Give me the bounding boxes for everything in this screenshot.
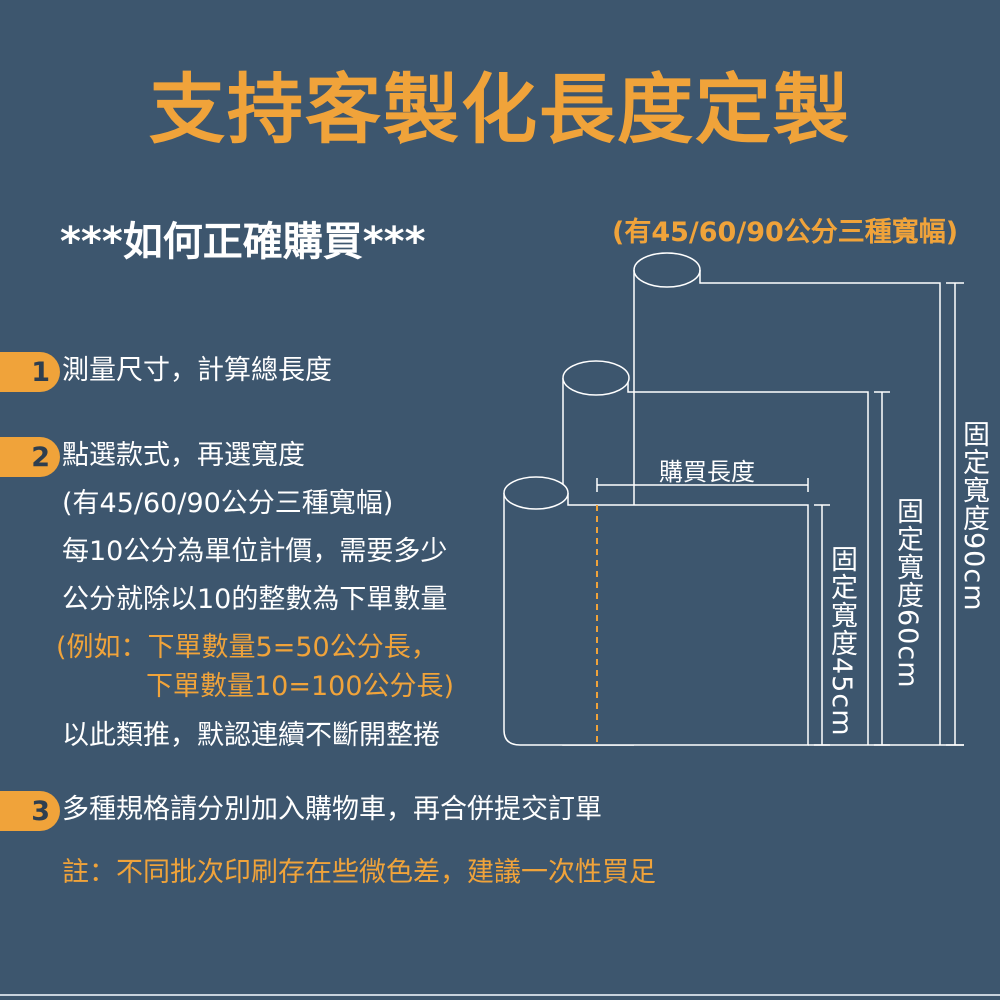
width-60-label: 固定寬度60cm	[892, 497, 923, 689]
step-2-quantity: 公分就除以10的整數為下單數量	[62, 584, 448, 615]
color-difference-note: 註：不同批次印刷存在些微色差，建議一次性買足	[62, 857, 656, 888]
step-2-badge: 2	[0, 437, 60, 477]
example-line-2: 下單數量10=100公分長)	[146, 671, 455, 702]
widths-note: (有45/60/90公分三種寬幅)	[612, 217, 959, 248]
continue-roll-text: 以此類推，默認連續不斷開整捲	[62, 720, 440, 751]
step-1-text: 測量尺寸，計算總長度	[62, 355, 332, 386]
step-3-badge: 3	[0, 791, 60, 831]
step-2-pricing: 每10公分為單位計價，需要多少	[62, 536, 448, 567]
width-45-label: 固定寬度45cm	[826, 545, 857, 737]
page-title: 支持客製化長度定製	[149, 65, 851, 154]
how-to-buy-heading: ***如何正確購買***	[60, 219, 426, 265]
step-1-badge: 1	[0, 352, 60, 392]
purchase-length-label: 購買長度	[659, 458, 755, 486]
step-2-widths: (有45/60/90公分三種寬幅)	[62, 488, 394, 519]
step-2-text: 點選款式，再選寬度	[62, 440, 305, 471]
roll-45-shape	[503, 476, 830, 746]
example-line-1: (例如：下單數量5=50公分長，	[56, 632, 438, 663]
step-3-text: 多種規格請分別加入購物車，再合併提交訂單	[62, 794, 602, 825]
width-90-label: 固定寬度90cm	[958, 420, 989, 612]
bottom-divider	[0, 994, 1000, 996]
